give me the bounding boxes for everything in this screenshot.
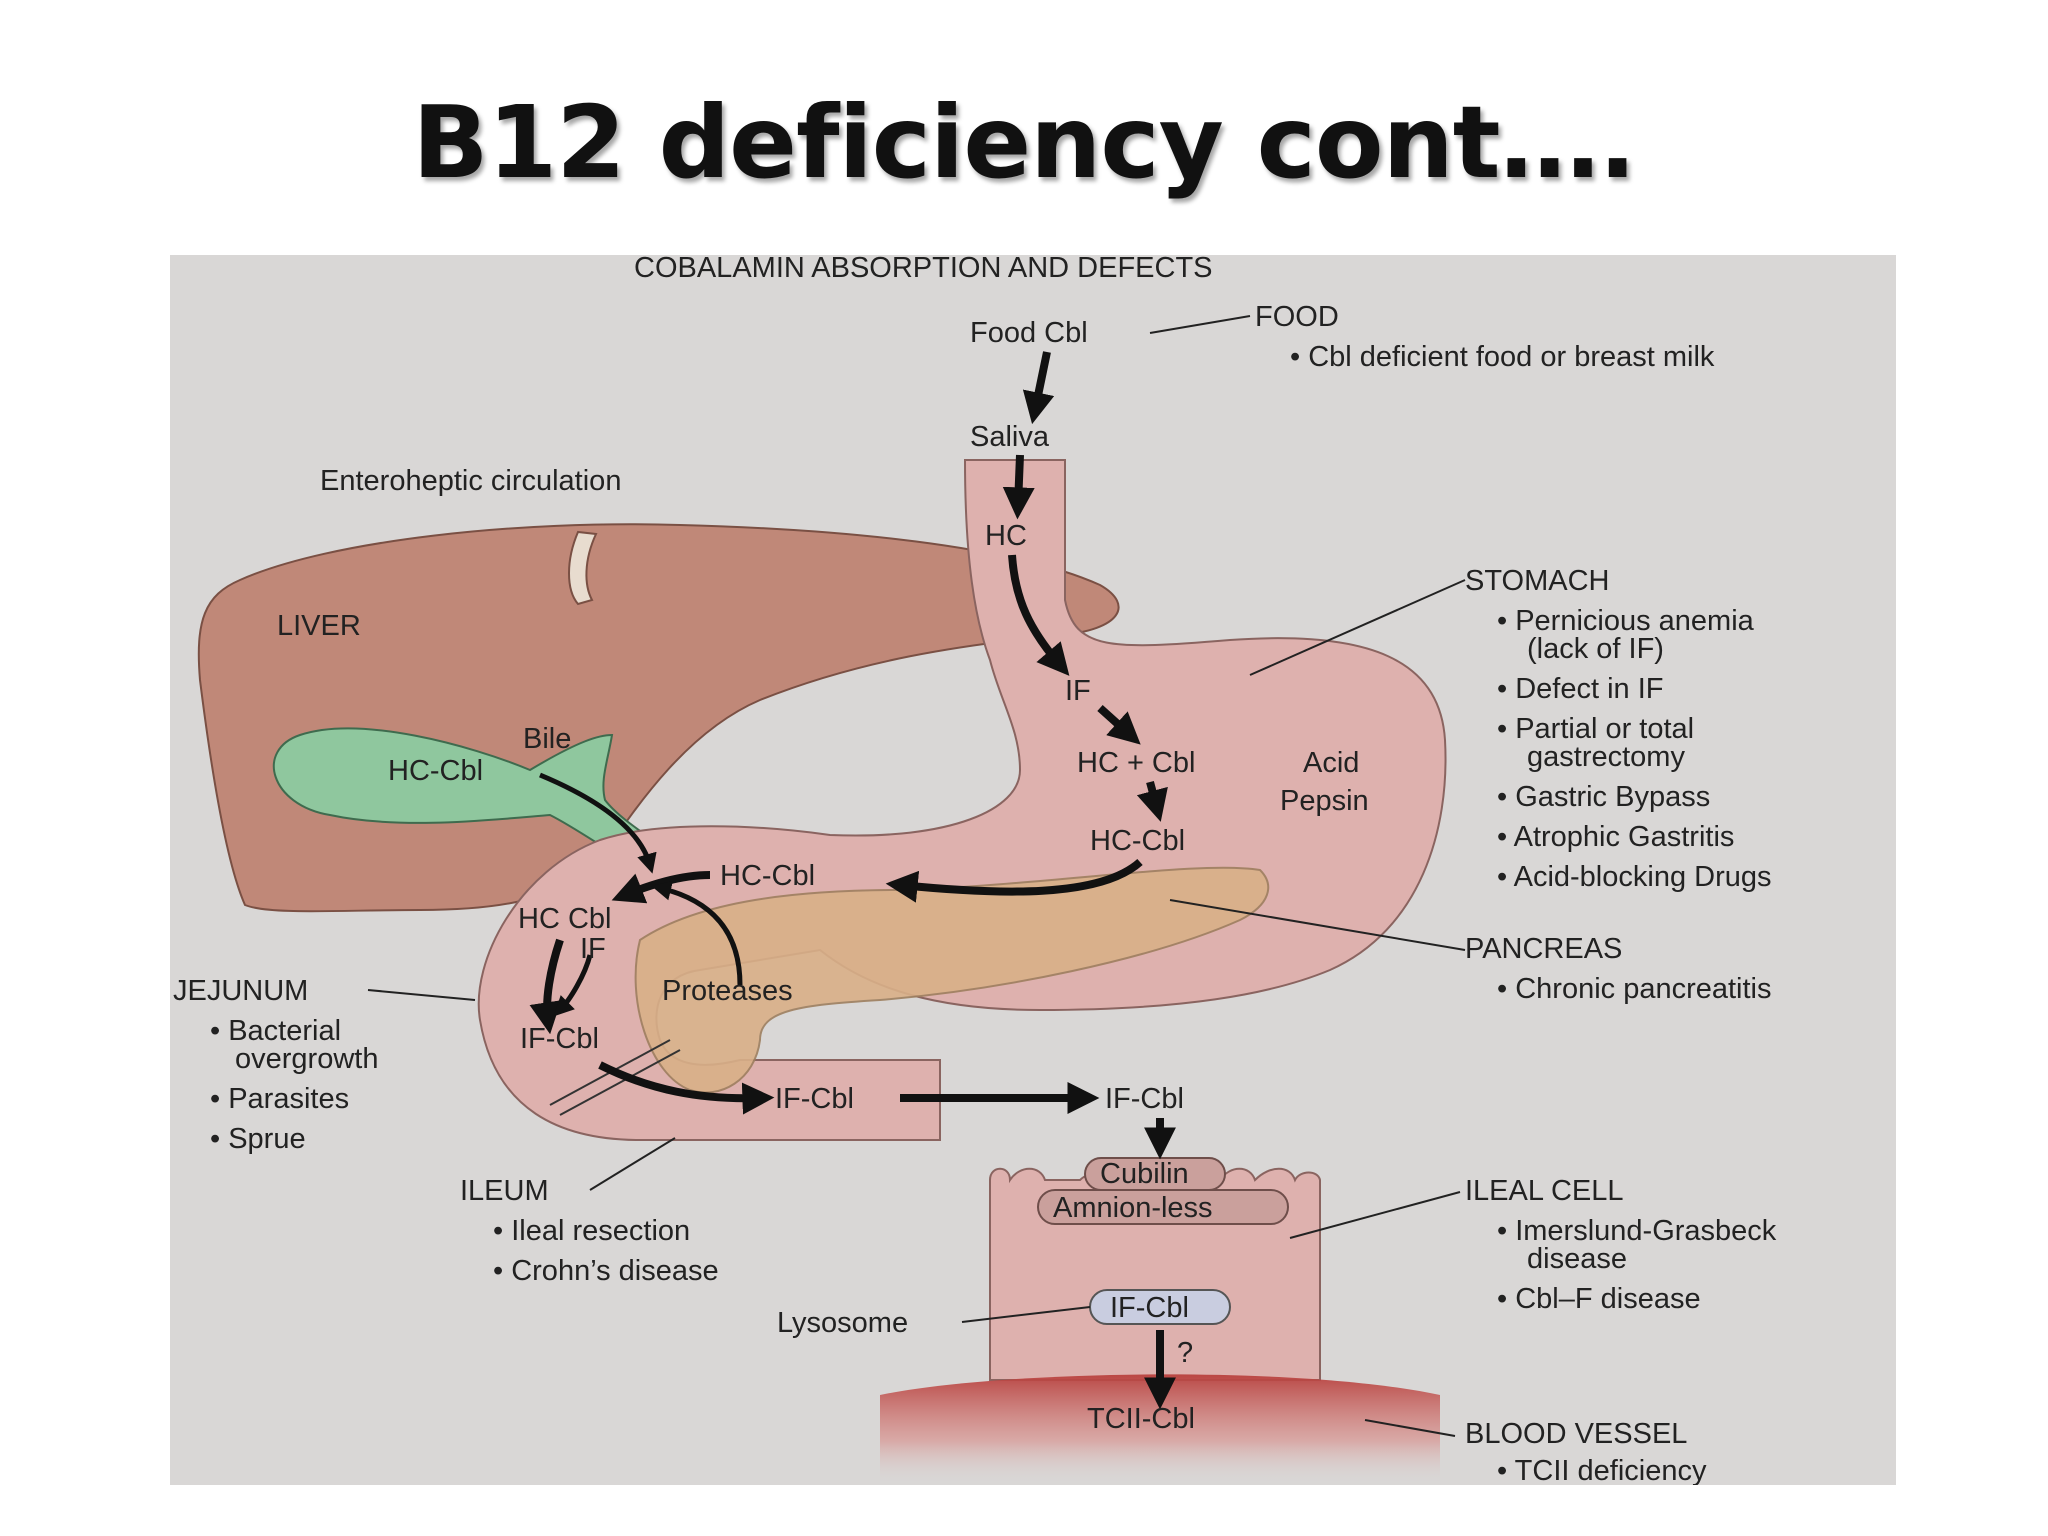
cobalamin-absorption-figure: COBALAMIN ABSORPTION AND DEFECTS Food C [170,255,1896,1485]
label-proteases: Proteases [662,975,793,1007]
arrow-proteases [651,880,743,986]
defect-header-pancreas: PANCREAS [1465,933,1622,965]
defect-item: • Parasites [210,1083,349,1115]
defect-item: • Gastric Bypass [1497,781,1710,813]
defects-ileum: ILEUM • Ileal resection • Crohn’s diseas… [460,1175,719,1287]
label-if: IF [1065,675,1091,707]
arrow-stomach-to-duodenum [885,858,1143,903]
leader-pancreas [1169,899,1466,951]
leader-stomach [1249,579,1466,676]
defect-item: • TCII deficiency [1497,1455,1707,1485]
defects-pancreas: PANCREAS • Chronic pancreatitis [1465,933,1772,1005]
label-if-cbl-jejunum: IF-Cbl [520,1023,599,1055]
defect-item: gastrectomy [1527,741,1685,773]
defect-item: • Pernicious anemia [1497,605,1755,637]
label-hc-cbl-duodenum: HC-Cbl [720,860,815,892]
arrow-bile-to-duodenum [539,772,657,874]
defect-item: • Acid-blocking Drugs [1497,861,1772,893]
arrow-saliva-to-hc [1002,454,1035,520]
gut-cut-mark-2 [559,1049,681,1116]
defect-header-blood-vessel: BLOOD VESSEL [1465,1418,1687,1450]
defect-header-food: FOOD [1255,301,1339,333]
leader-ileal-cell [1289,1191,1461,1239]
label-if-cbl-ileum: IF-Cbl [775,1083,854,1115]
defects-ileal-cell: ILEAL CELL • Imerslund-Grasbeck disease … [1465,1175,1777,1315]
label-hc: HC [985,520,1027,552]
defect-item: • Imerslund-Grasbeck [1497,1215,1777,1247]
defect-item: • Crohn’s disease [493,1255,719,1287]
label-acid: Acid [1303,747,1359,779]
defects-blood-vessel: BLOOD VESSEL • TCII deficiency [1465,1418,1707,1485]
defect-item: • Cbl deficient food or breast milk [1290,341,1715,373]
leader-ileum [589,1137,676,1191]
defect-header-stomach: STOMACH [1465,565,1609,597]
defect-item: • Ileal resection [493,1215,690,1247]
label-lysosome: Lysosome [777,1307,908,1339]
arrow-hccbl-to-ifcbl-b [553,954,593,1017]
defect-item: • Atrophic Gastritis [1497,821,1734,853]
arrow-jejunum-to-ileum [598,1061,775,1115]
blood-vessel-shape [880,1374,1440,1485]
arrow-hc-to-if [1008,554,1070,676]
label-liver: LIVER [277,610,361,642]
label-if-cbl-cell: IF-Cbl [1110,1292,1189,1324]
label-cubilin: Cubilin [1100,1158,1189,1190]
liver-ligament [568,530,598,606]
defect-item: overgrowth [235,1043,378,1075]
leader-food [1149,315,1251,334]
label-hc-cbl-stomach: HC-Cbl [1090,825,1185,857]
defect-item: • Chronic pancreatitis [1497,973,1772,1005]
defect-item: • Defect in IF [1497,673,1663,705]
label-question: ? [1177,1337,1193,1369]
label-bile: Bile [523,723,571,755]
defect-item: • Cbl–F disease [1497,1283,1701,1315]
defect-item: • Bacterial [210,1015,341,1047]
defects-food: FOOD • Cbl deficient food or breast milk [1255,301,1715,373]
arrow-food-to-saliva [1022,351,1055,425]
defect-header-jejunum: JEJUNUM [173,975,308,1007]
label-hc-plus-cbl: HC + Cbl [1077,747,1195,779]
label-pepsin: Pepsin [1280,785,1369,817]
leader-lysosome [961,1306,1091,1323]
defects-stomach: STOMACH • Pernicious anemia (lack of IF)… [1465,565,1772,893]
label-if-cbl-receptor: IF-Cbl [1105,1083,1184,1115]
amnionless-receptor [1037,1189,1289,1225]
label-tcii-cbl: TCII-Cbl [1087,1403,1195,1435]
label-saliva: Saliva [970,421,1050,453]
label-hc-cbl-jejunum: HC Cbl [518,903,611,935]
label-if-jejunum: IF [580,933,606,965]
leader-jejunum [367,989,476,1001]
figure-heading: COBALAMIN ABSORPTION AND DEFECTS [634,255,1213,284]
arrow-if-to-hccbl [1097,705,1141,745]
defects-jejunum: JEJUNUM • Bacterial overgrowth • Parasit… [173,975,378,1155]
label-enterohepatic: Enteroheptic circulation [320,465,621,497]
defect-item: (lack of IF) [1527,633,1664,665]
slide-title: B12 deficiency cont…. [412,84,1636,201]
label-food-cbl: Food Cbl [970,317,1088,349]
leader-blood-vessel [1364,1419,1456,1437]
defect-item: • Sprue [210,1123,306,1155]
arrow-hccbl-to-ifcbl-a [529,938,564,1035]
defect-item: disease [1527,1243,1627,1275]
label-amnionless: Amnion-less [1053,1192,1213,1224]
label-hc-cbl-bile: HC-Cbl [388,755,483,787]
defect-item: • Partial or total [1497,713,1694,745]
defect-header-ileal-cell: ILEAL CELL [1465,1175,1624,1207]
defect-header-ileum: ILEUM [460,1175,549,1207]
arrow-hccbl-to-hccbl [1136,780,1168,822]
